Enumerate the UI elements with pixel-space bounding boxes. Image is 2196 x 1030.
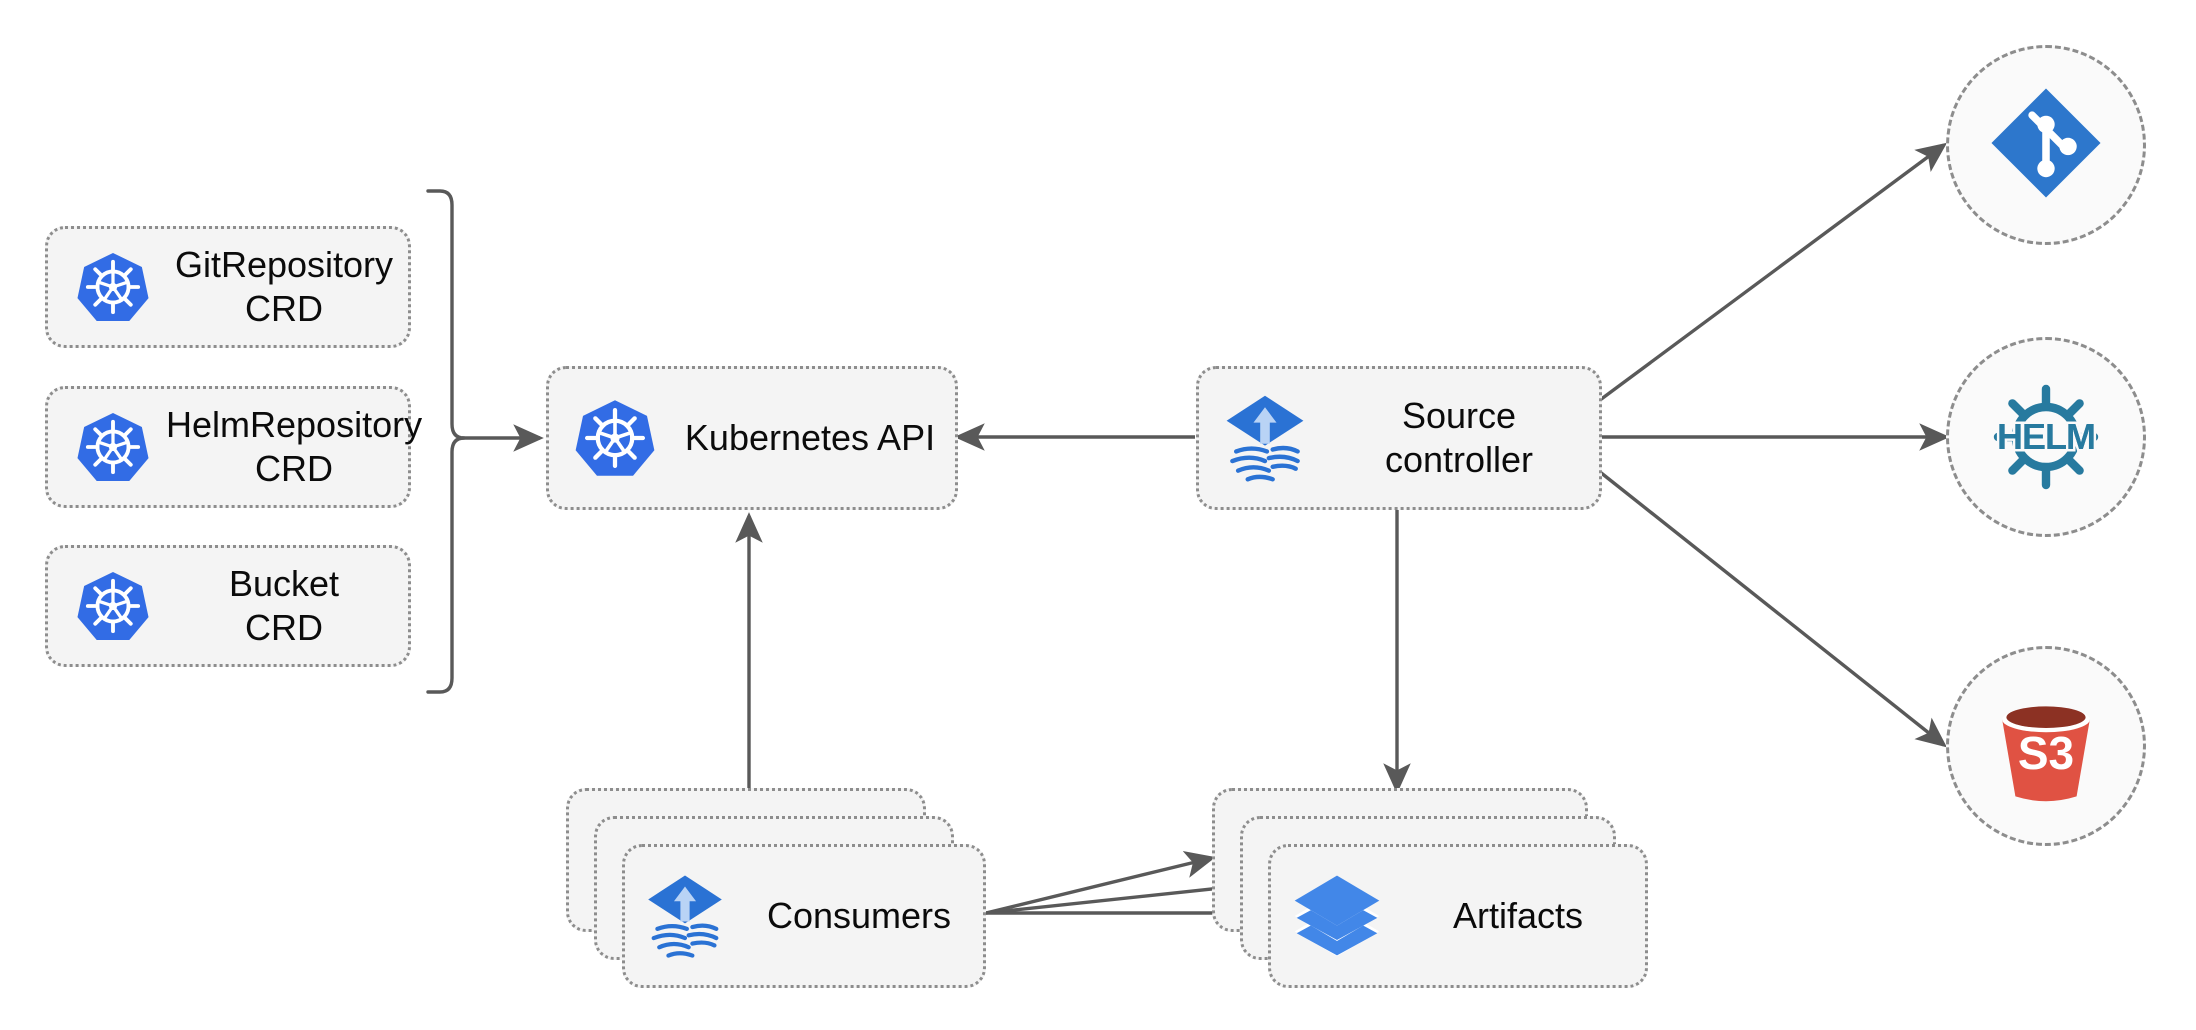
helm-label-fill: HELM xyxy=(1997,416,2096,457)
artifacts-stack-layer-front[interactable]: Artifacts xyxy=(1268,844,1648,988)
kubernetes-icon xyxy=(60,569,166,643)
node-source-controller[interactable]: Source controller xyxy=(1196,366,1602,510)
node-artifacts[interactable]: Artifacts xyxy=(1212,788,1652,988)
node-s3-source[interactable]: S3 xyxy=(1946,646,2146,846)
node-label: Consumers xyxy=(766,895,952,937)
crd-group-brace xyxy=(426,189,466,694)
node-git-source[interactable] xyxy=(1946,45,2146,245)
kubernetes-icon xyxy=(60,410,166,484)
node-label: Artifacts xyxy=(1452,895,1584,937)
node-gitrepository-crd[interactable]: GitRepository CRD xyxy=(45,226,411,348)
s3-label: S3 xyxy=(2017,727,2075,779)
node-helm-source[interactable]: HELM HELM xyxy=(1946,337,2146,537)
node-label: GitRepository CRD xyxy=(174,244,394,329)
flux-icon xyxy=(1205,390,1325,486)
consumers-stack-layer-front[interactable]: Consumers xyxy=(622,844,986,988)
node-kubernetes-api[interactable]: Kubernetes API xyxy=(546,366,958,510)
flux-icon xyxy=(629,870,741,962)
s3-bucket-icon: S3 xyxy=(1983,686,2109,806)
node-label: HelmRepository CRD xyxy=(166,404,423,489)
kubernetes-icon xyxy=(559,397,671,479)
edge-source-controller-to-git xyxy=(1598,142,1948,402)
node-label: Bucket CRD xyxy=(228,563,340,648)
edge-source-controller-to-s3 xyxy=(1598,470,1947,748)
node-consumers[interactable]: Consumers xyxy=(566,788,986,988)
helm-label: HELM xyxy=(1995,414,2099,460)
layers-icon xyxy=(1277,868,1397,964)
node-helmrepository-crd[interactable]: HelmRepository CRD xyxy=(45,386,422,508)
kubernetes-icon xyxy=(60,250,166,324)
edge-consumers-to-artifacts-middle xyxy=(985,875,1244,915)
edge-consumers-to-artifacts-back xyxy=(985,850,1216,915)
git-icon xyxy=(1988,85,2104,206)
node-label: Kubernetes API xyxy=(684,417,936,459)
node-label: Source controller xyxy=(1384,395,1534,480)
node-bucket-crd[interactable]: Bucket CRD xyxy=(45,545,411,667)
helm-icon: HELM HELM xyxy=(1986,377,2106,497)
